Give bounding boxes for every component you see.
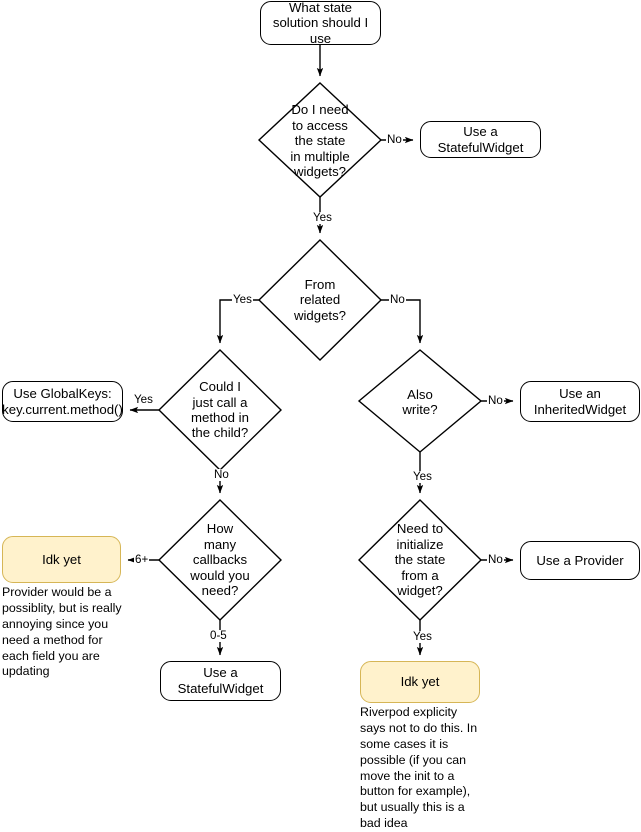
diamond-need-initialize <box>358 499 482 621</box>
q-multiple-line4: in multiple <box>290 148 350 164</box>
q-related-line3: widgets? <box>293 307 347 323</box>
node-use-inherited-widget-label: Use an InheritedWidget <box>534 386 626 417</box>
node-use-stateful-widget-bottom-label: Use a StatefulWidget <box>177 665 264 696</box>
edge-label-related-yes: Yes <box>232 293 253 306</box>
edge-label-init-yes: Yes <box>412 630 433 643</box>
q-callbacks-line3: callbacks <box>192 552 248 568</box>
edge-label-multiple-yes: Yes <box>312 211 333 224</box>
edge-related-no <box>381 299 424 344</box>
diamond-also-write-label: Also write? <box>372 383 468 421</box>
edge-label-callbacks-0-5: 0-5 <box>209 629 228 642</box>
diamond-how-many-callbacks <box>158 499 282 621</box>
edge-label-multiple-no: No <box>386 133 403 146</box>
q-init-line3: the state <box>394 552 446 568</box>
edge-related-yes <box>216 299 259 344</box>
q-init-line5: widget? <box>397 583 443 599</box>
q-callbacks-line1: How <box>206 521 234 537</box>
edge-label-write-no: No <box>487 394 504 407</box>
q-write-line2: write? <box>402 402 438 417</box>
node-use-inherited-widget[interactable]: Use an InheritedWidget <box>520 381 640 422</box>
q-method-line4: the child? <box>191 425 249 441</box>
q-init-line1: Need to <box>396 521 444 537</box>
q-init-line2: initialize <box>396 536 444 552</box>
diamond-from-related <box>258 239 382 361</box>
edge-label-related-no: No <box>389 293 406 306</box>
q-method-line1: Could I <box>199 379 241 395</box>
diamond-how-many-callbacks-label: How many callbacks would you need? <box>168 517 272 603</box>
node-start-label: What state solution should I use <box>272 0 369 46</box>
edge-label-init-no: No <box>487 553 504 566</box>
node-use-globalkeys-line1: Use GlobalKeys: <box>13 385 112 401</box>
diamond-method-in-child <box>158 349 282 471</box>
node-idk-yet-right-label: Idk yet <box>400 674 440 690</box>
node-use-globalkeys-line2: key.current.method() <box>2 401 123 417</box>
edge-label-method-yes: Yes <box>133 393 154 406</box>
q-method-line3: method in <box>191 410 249 425</box>
diamond-method-in-child-label: Could I just call a method in the child? <box>168 374 272 446</box>
q-multiple-line5: widgets? <box>293 164 347 180</box>
q-write-line1: Also <box>407 386 433 402</box>
node-use-stateful-widget-top[interactable]: Use a StatefulWidget <box>420 121 541 158</box>
q-method-line2: just call a <box>192 394 248 410</box>
node-idk-yet-right[interactable]: Idk yet <box>360 661 480 703</box>
note-right-riverpod-caveat: Riverpod explicity says not to do this. … <box>360 705 478 831</box>
node-use-inherited-widget-line1: Use an <box>559 385 601 401</box>
node-use-provider[interactable]: Use a Provider <box>520 541 640 580</box>
q-callbacks-line4: would you <box>190 567 250 583</box>
node-idk-yet-left-label: Idk yet <box>42 551 81 567</box>
edge-label-callbacks-6plus: 6+ <box>134 553 150 566</box>
diamond-multiple-widgets <box>257 82 383 198</box>
edge-label-write-yes: Yes <box>412 470 433 483</box>
q-multiple-line1: Do I need <box>291 102 349 118</box>
diamond-multiple-widgets-label: Do I need to access the state in multipl… <box>266 98 374 184</box>
q-multiple-line2: to access <box>292 117 348 133</box>
diamond-also-write <box>357 349 483 453</box>
node-use-stateful-widget-top-label: Use a StatefulWidget <box>437 123 524 155</box>
node-use-stateful-widget-bottom[interactable]: Use a StatefulWidget <box>160 661 281 701</box>
q-init-line4: from a <box>401 567 439 583</box>
note-left-provider-caveat: Provider would be a possiblity, but is r… <box>2 585 122 679</box>
q-callbacks-line5: need? <box>201 583 239 599</box>
q-callbacks-line2: many <box>203 536 237 552</box>
node-use-provider-label: Use a Provider <box>536 552 624 568</box>
q-related-line2: related <box>299 292 341 308</box>
edge-label-method-no: No <box>213 468 230 481</box>
node-use-inherited-widget-line2: InheritedWidget <box>533 401 627 417</box>
diamond-from-related-label: From related widgets? <box>270 272 370 328</box>
node-idk-yet-left[interactable]: Idk yet <box>2 536 121 583</box>
q-multiple-line3: the state <box>294 133 346 149</box>
q-related-line1: From <box>304 276 336 292</box>
node-start[interactable]: What state solution should I use <box>260 0 381 46</box>
node-use-globalkeys[interactable]: Use GlobalKeys: key.current.method() <box>2 381 123 422</box>
diamond-need-initialize-label: Need to initialize the state from a widg… <box>368 517 472 603</box>
node-use-globalkeys-label: Use GlobalKeys: key.current.method() <box>2 386 123 417</box>
